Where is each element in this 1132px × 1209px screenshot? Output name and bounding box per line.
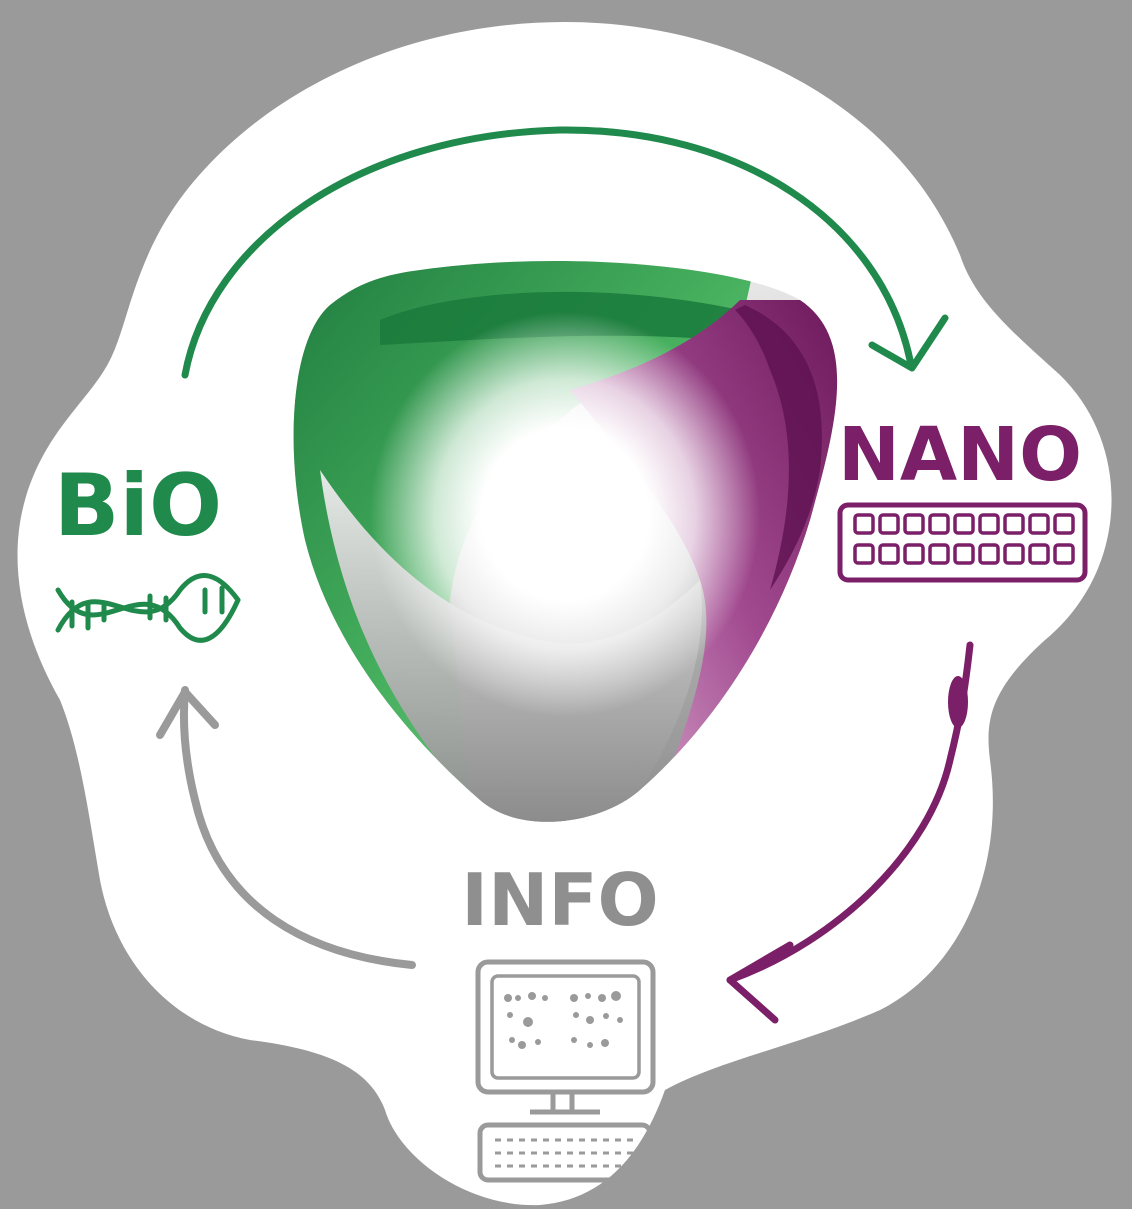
bio-to-nano-arrow (181, 126, 949, 379)
bio-label: BiO (54, 456, 222, 556)
dna-icon (55, 573, 241, 643)
computer-icon (475, 959, 656, 1115)
nano-to-info-arrow (726, 641, 974, 1024)
info-label: INFO (461, 858, 658, 942)
nano-label: NANO (838, 412, 1082, 498)
keyboard-icon (477, 1122, 653, 1183)
chip-icon (837, 502, 1088, 583)
info-to-bio-arrow (156, 686, 416, 969)
